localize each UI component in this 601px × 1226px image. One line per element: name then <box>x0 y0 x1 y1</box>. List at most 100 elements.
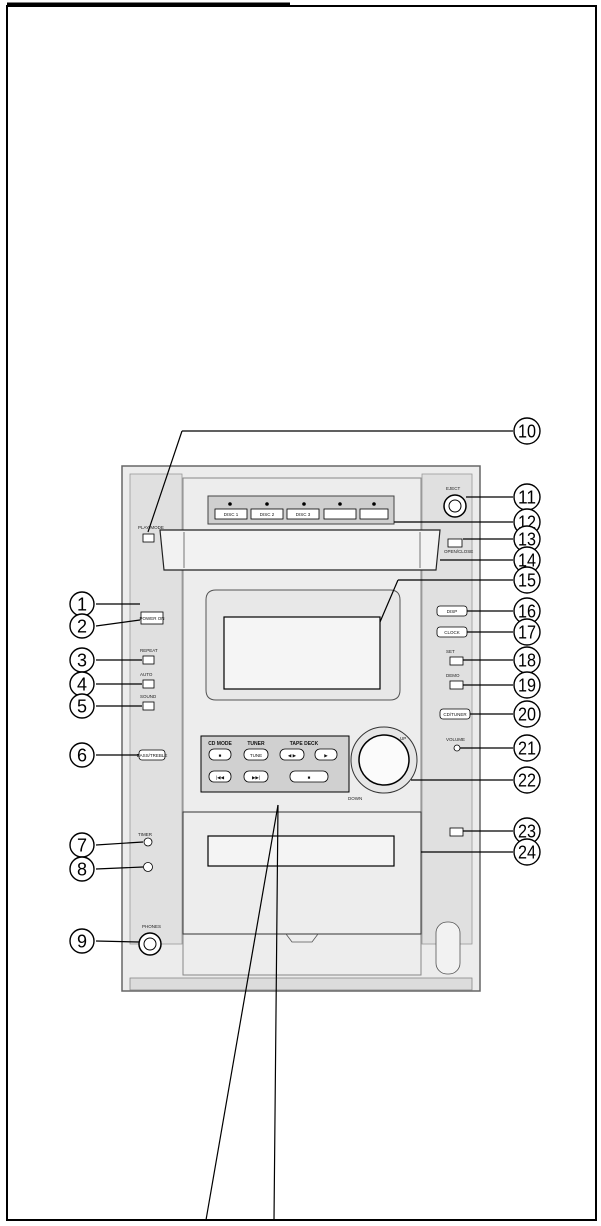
tape-stop-label: ■ <box>308 775 311 780</box>
callout-2: 2 <box>69 613 95 639</box>
callout-1: 1 <box>69 591 95 617</box>
sound-label: BASS/TREBLE <box>137 753 168 758</box>
tape-stop-button[interactable] <box>289 770 329 783</box>
disc-2-indicator <box>265 502 269 506</box>
leader-15b <box>379 579 399 623</box>
display-window <box>223 616 381 690</box>
set-label: SET <box>446 649 455 654</box>
cd-stop-label: ■ <box>219 753 222 758</box>
leader-transport-left <box>205 804 279 1221</box>
svg-text:18: 18 <box>518 651 536 671</box>
svg-text:14: 14 <box>518 551 536 571</box>
callout-11: 11 <box>513 483 541 511</box>
eject-label: EJECT <box>446 486 461 491</box>
skip-forward-button[interactable] <box>243 770 269 783</box>
disc-1-indicator <box>228 502 232 506</box>
demo-label: PLAY MODE <box>138 525 164 530</box>
skip-forward-label: ▶▶| <box>252 775 260 780</box>
svg-text:7: 7 <box>77 836 87 856</box>
callout-14: 14 <box>513 546 541 574</box>
auto-button[interactable] <box>142 701 155 711</box>
leader-transport-right <box>273 804 596 1221</box>
tuner-button[interactable] <box>243 748 269 761</box>
callout-20: 20 <box>513 700 541 728</box>
play-mode-label: REPEAT <box>140 648 158 653</box>
demo-right-button[interactable] <box>449 680 464 690</box>
skip-back-label: |◀◀ <box>216 775 225 780</box>
disc-5-button[interactable] <box>359 508 389 520</box>
power-button[interactable] <box>140 611 164 625</box>
demo-right-label: DEMO <box>446 673 460 678</box>
svg-text:19: 19 <box>518 676 536 696</box>
timer-button[interactable] <box>143 862 153 872</box>
leader-8 <box>95 866 144 870</box>
tape-play-button[interactable] <box>314 748 338 761</box>
demo-button[interactable] <box>142 533 155 543</box>
disc-selector-buttons: DISC 1 DISC 2 DISC 3 <box>214 502 389 520</box>
svg-text:20: 20 <box>518 705 536 725</box>
callout-15: 15 <box>513 566 541 594</box>
callout-16: 16 <box>513 597 541 625</box>
svg-text:6: 6 <box>77 746 87 766</box>
callout-5: 5 <box>69 693 95 719</box>
auto-label: SOUND <box>140 694 157 699</box>
leader-10b <box>147 430 183 533</box>
tape-reverse-play-label: ◀ ▶ <box>288 753 297 758</box>
leader-9 <box>95 940 140 943</box>
repeat-button[interactable] <box>142 679 155 689</box>
disc-2-button[interactable] <box>250 508 284 520</box>
disc-1-button[interactable] <box>214 508 248 520</box>
svg-text:4: 4 <box>77 675 87 695</box>
volume-down-label: DOWN <box>348 796 362 801</box>
disc-4-button[interactable] <box>323 508 357 520</box>
svg-text:5: 5 <box>77 697 87 717</box>
tuner-label: TUNE <box>250 753 262 758</box>
cassette-door-notch <box>285 933 319 943</box>
svg-text:2: 2 <box>77 617 87 637</box>
repeat-label: AUTO <box>140 672 153 677</box>
disc-3-button[interactable] <box>286 508 320 520</box>
set-button[interactable] <box>449 656 464 666</box>
transport-heading-cd: CD MODE <box>208 741 232 747</box>
callout-24: 24 <box>513 838 541 866</box>
bass-treble-button[interactable] <box>143 837 153 847</box>
volume-knob[interactable] <box>358 734 410 786</box>
svg-text:3: 3 <box>77 651 87 671</box>
svg-text:17: 17 <box>518 623 536 643</box>
callout-3: 3 <box>69 647 95 673</box>
cd-tuner-label: CD/TUNER <box>443 712 467 717</box>
play-mode-button[interactable] <box>142 655 155 665</box>
tape-eject-button[interactable] <box>449 827 464 837</box>
volume-label: VOLUME <box>446 737 465 742</box>
eject-knob[interactable] <box>448 499 462 513</box>
callout-17: 17 <box>513 618 541 646</box>
power-label: POWER ON <box>139 616 164 621</box>
right-grip <box>435 921 461 975</box>
callout-10: 10 <box>513 417 541 445</box>
unit-base <box>129 977 473 991</box>
transport-block <box>200 735 350 793</box>
open-close-button[interactable] <box>447 538 463 548</box>
volume-up-label: UP <box>400 736 406 741</box>
skip-back-button[interactable] <box>208 770 232 783</box>
callout-19: 19 <box>513 671 541 699</box>
svg-text:1: 1 <box>77 595 87 615</box>
tape-reverse-play-button[interactable] <box>279 748 305 761</box>
cd-stop-button[interactable] <box>208 748 232 761</box>
svg-text:11: 11 <box>518 488 536 508</box>
callout-7: 7 <box>69 832 95 858</box>
callout-13: 13 <box>513 525 541 553</box>
clock-label: CLOCK <box>444 630 460 635</box>
phones-jack[interactable] <box>143 937 157 951</box>
phones-label: PHONES <box>142 924 161 929</box>
callout-21: 21 <box>513 734 541 762</box>
disp-label: DISP <box>447 609 458 614</box>
disc-5-indicator <box>372 502 376 506</box>
disc-4-indicator <box>338 502 342 506</box>
svg-text:24: 24 <box>518 843 536 863</box>
disc-tray[interactable] <box>159 529 441 571</box>
volume-indicator <box>453 744 461 752</box>
svg-text:8: 8 <box>77 860 87 880</box>
open-close-label: OPEN/CLOSE <box>444 549 473 554</box>
